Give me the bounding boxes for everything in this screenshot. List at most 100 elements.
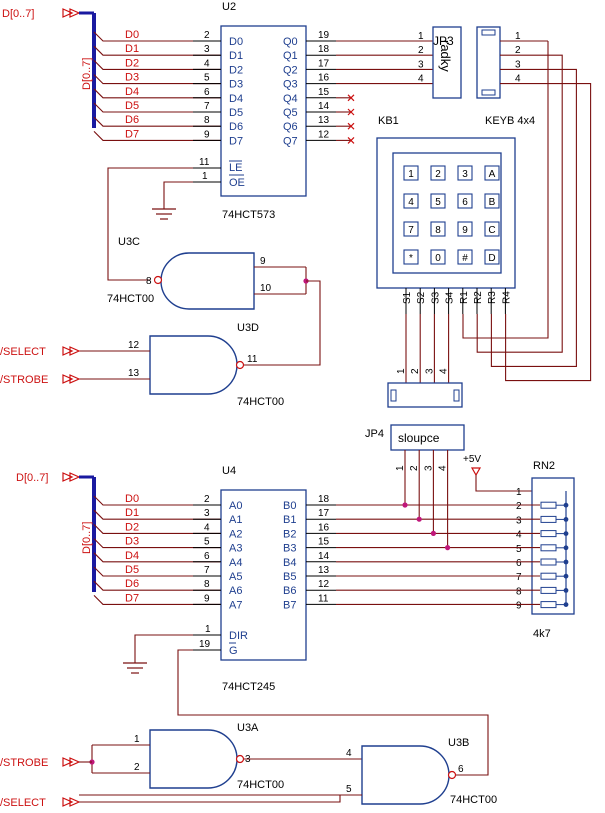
u4-g-label: G <box>229 645 238 657</box>
kb1-key-0 <box>403 165 419 181</box>
g-enable-wire <box>177 649 489 771</box>
rn2-node-1 <box>563 502 569 508</box>
bottom-bus-net-7 <box>93 595 221 605</box>
kb1-key-label-0: 1 <box>408 169 414 180</box>
u2-out-label-3: Q3 <box>283 79 298 91</box>
rn2-pin-8: 9 <box>516 601 522 612</box>
keyb-ref: KEYB 4x4 <box>485 115 535 127</box>
kb1-key-label-8: 7 <box>408 225 414 236</box>
rn2-node-7 <box>563 588 569 593</box>
kb1-key-7 <box>484 193 500 209</box>
kb1-pin-label-0: S1 <box>402 291 413 304</box>
port-strobe-bottom-label: /STROBE <box>0 757 48 769</box>
bottom-bus-net-6 <box>93 580 221 591</box>
jp3-ref: JP3 <box>433 34 454 48</box>
u2-in-pin-num-0: 2 <box>204 30 210 41</box>
port-strobe-bottom-arrow-b <box>69 757 81 767</box>
rn2-resistor-4 <box>540 544 557 552</box>
u3b-pin-out: 6 <box>458 764 464 775</box>
bottom-bus-net-label-1: D1 <box>125 507 139 519</box>
u4-out-label-7: B7 <box>283 599 296 611</box>
rn2-node-6 <box>563 573 569 579</box>
kb1-pin-label-4: R1 <box>459 291 470 304</box>
jp3-label: radky <box>438 40 453 72</box>
u3b-bubble <box>447 770 457 780</box>
u3d-pin-b: 13 <box>128 368 140 379</box>
b-junction-2 <box>430 530 436 537</box>
keyb-pin-3: 4 <box>515 74 521 85</box>
rn2-pin-6: 7 <box>516 572 522 583</box>
kb1-pin-label-1: S2 <box>416 291 427 304</box>
u4-out-pin-num-6: 12 <box>318 579 330 590</box>
kb1-pin-label-3: S4 <box>445 291 456 304</box>
port-select-bottom-arrow-b <box>69 797 81 807</box>
kb1-pin-label-5: R2 <box>473 291 484 304</box>
u2-in-label-0: D0 <box>229 36 243 48</box>
rn2-body <box>531 477 575 615</box>
kb1-key-2 <box>457 165 473 181</box>
jp4-header-pin-2: 3 <box>424 368 435 374</box>
jp3-pin-3: 4 <box>418 74 424 85</box>
u4-in-pin-num-2: 4 <box>204 522 210 533</box>
jp4-header-pin-1: 2 <box>410 368 421 374</box>
u2-out-pin-num-2: 17 <box>318 58 330 69</box>
top-bus-net-label-6: D6 <box>125 114 139 126</box>
top-bus-net-label-1: D1 <box>125 43 139 55</box>
rn2-resistor-8 <box>540 601 557 609</box>
kb1-key-label-12: * <box>409 253 413 264</box>
kb1-key-label-15: D <box>488 253 495 264</box>
rn2-pin-4: 5 <box>516 544 522 555</box>
bottom-bus-net-5 <box>93 566 221 577</box>
u2-in-label-6: D6 <box>229 121 243 133</box>
top-bus-net-label-4: D4 <box>125 86 139 98</box>
rn2-resistor-2 <box>540 515 557 523</box>
bottom-bus-port-arrow-a <box>62 472 74 482</box>
vcc-wire <box>475 475 532 492</box>
u4-in-label-1: A1 <box>229 514 242 526</box>
b-junction-3 <box>445 545 451 551</box>
u3c-pin-out: 8 <box>146 276 152 287</box>
u4-in-label-0: A0 <box>229 500 242 512</box>
u3a-bubble <box>235 754 245 764</box>
kb1-key-label-4: 4 <box>408 197 414 208</box>
q-output-wires <box>336 40 433 144</box>
port-strobe-top-arrow-b <box>69 374 81 384</box>
u2-oe-label: OE <box>229 177 245 189</box>
rn2-pin-3: 4 <box>516 530 522 541</box>
u2-in-label-5: D5 <box>229 107 243 119</box>
rn2-resistor-6 <box>540 572 557 580</box>
jp3-pin-2: 3 <box>418 59 424 70</box>
u4-out-pin-num-4: 14 <box>318 551 330 562</box>
u3b-body <box>361 745 450 805</box>
b-junction-1 <box>416 516 422 522</box>
u3c-pin-b: 10 <box>260 283 272 294</box>
top-bus-port-arrow-b <box>69 8 81 18</box>
u2-in-pin-num-2: 4 <box>204 58 210 69</box>
kb1-key-10 <box>457 221 473 237</box>
port-strobe-bottom-arrow-a <box>62 757 74 767</box>
u4-in-pin-num-1: 3 <box>204 508 210 519</box>
top-bus-net-1 <box>93 45 221 56</box>
u2-out-pin-num-7: 12 <box>318 129 330 140</box>
kb1-key-12 <box>403 249 419 265</box>
u4-out-pin-num-7: 11 <box>318 593 329 604</box>
bottom-bus-net-label-5: D5 <box>125 564 139 576</box>
select-bottom-wire <box>79 795 341 803</box>
kb1-key-9 <box>430 221 446 237</box>
top-bus-net-label-0: D0 <box>125 29 139 41</box>
jp4-header-pin-3: 4 <box>439 368 450 374</box>
jp4-header-tab-right <box>453 389 460 402</box>
u2-out-pin-num-1: 18 <box>318 44 330 55</box>
jp3-body <box>432 26 462 99</box>
u3b-pin-a: 4 <box>346 748 352 759</box>
rn2-resistor-5 <box>540 558 557 566</box>
bottom-bus-port-arrow-b <box>69 472 81 482</box>
u3d-pin-out: 11 <box>247 354 258 365</box>
